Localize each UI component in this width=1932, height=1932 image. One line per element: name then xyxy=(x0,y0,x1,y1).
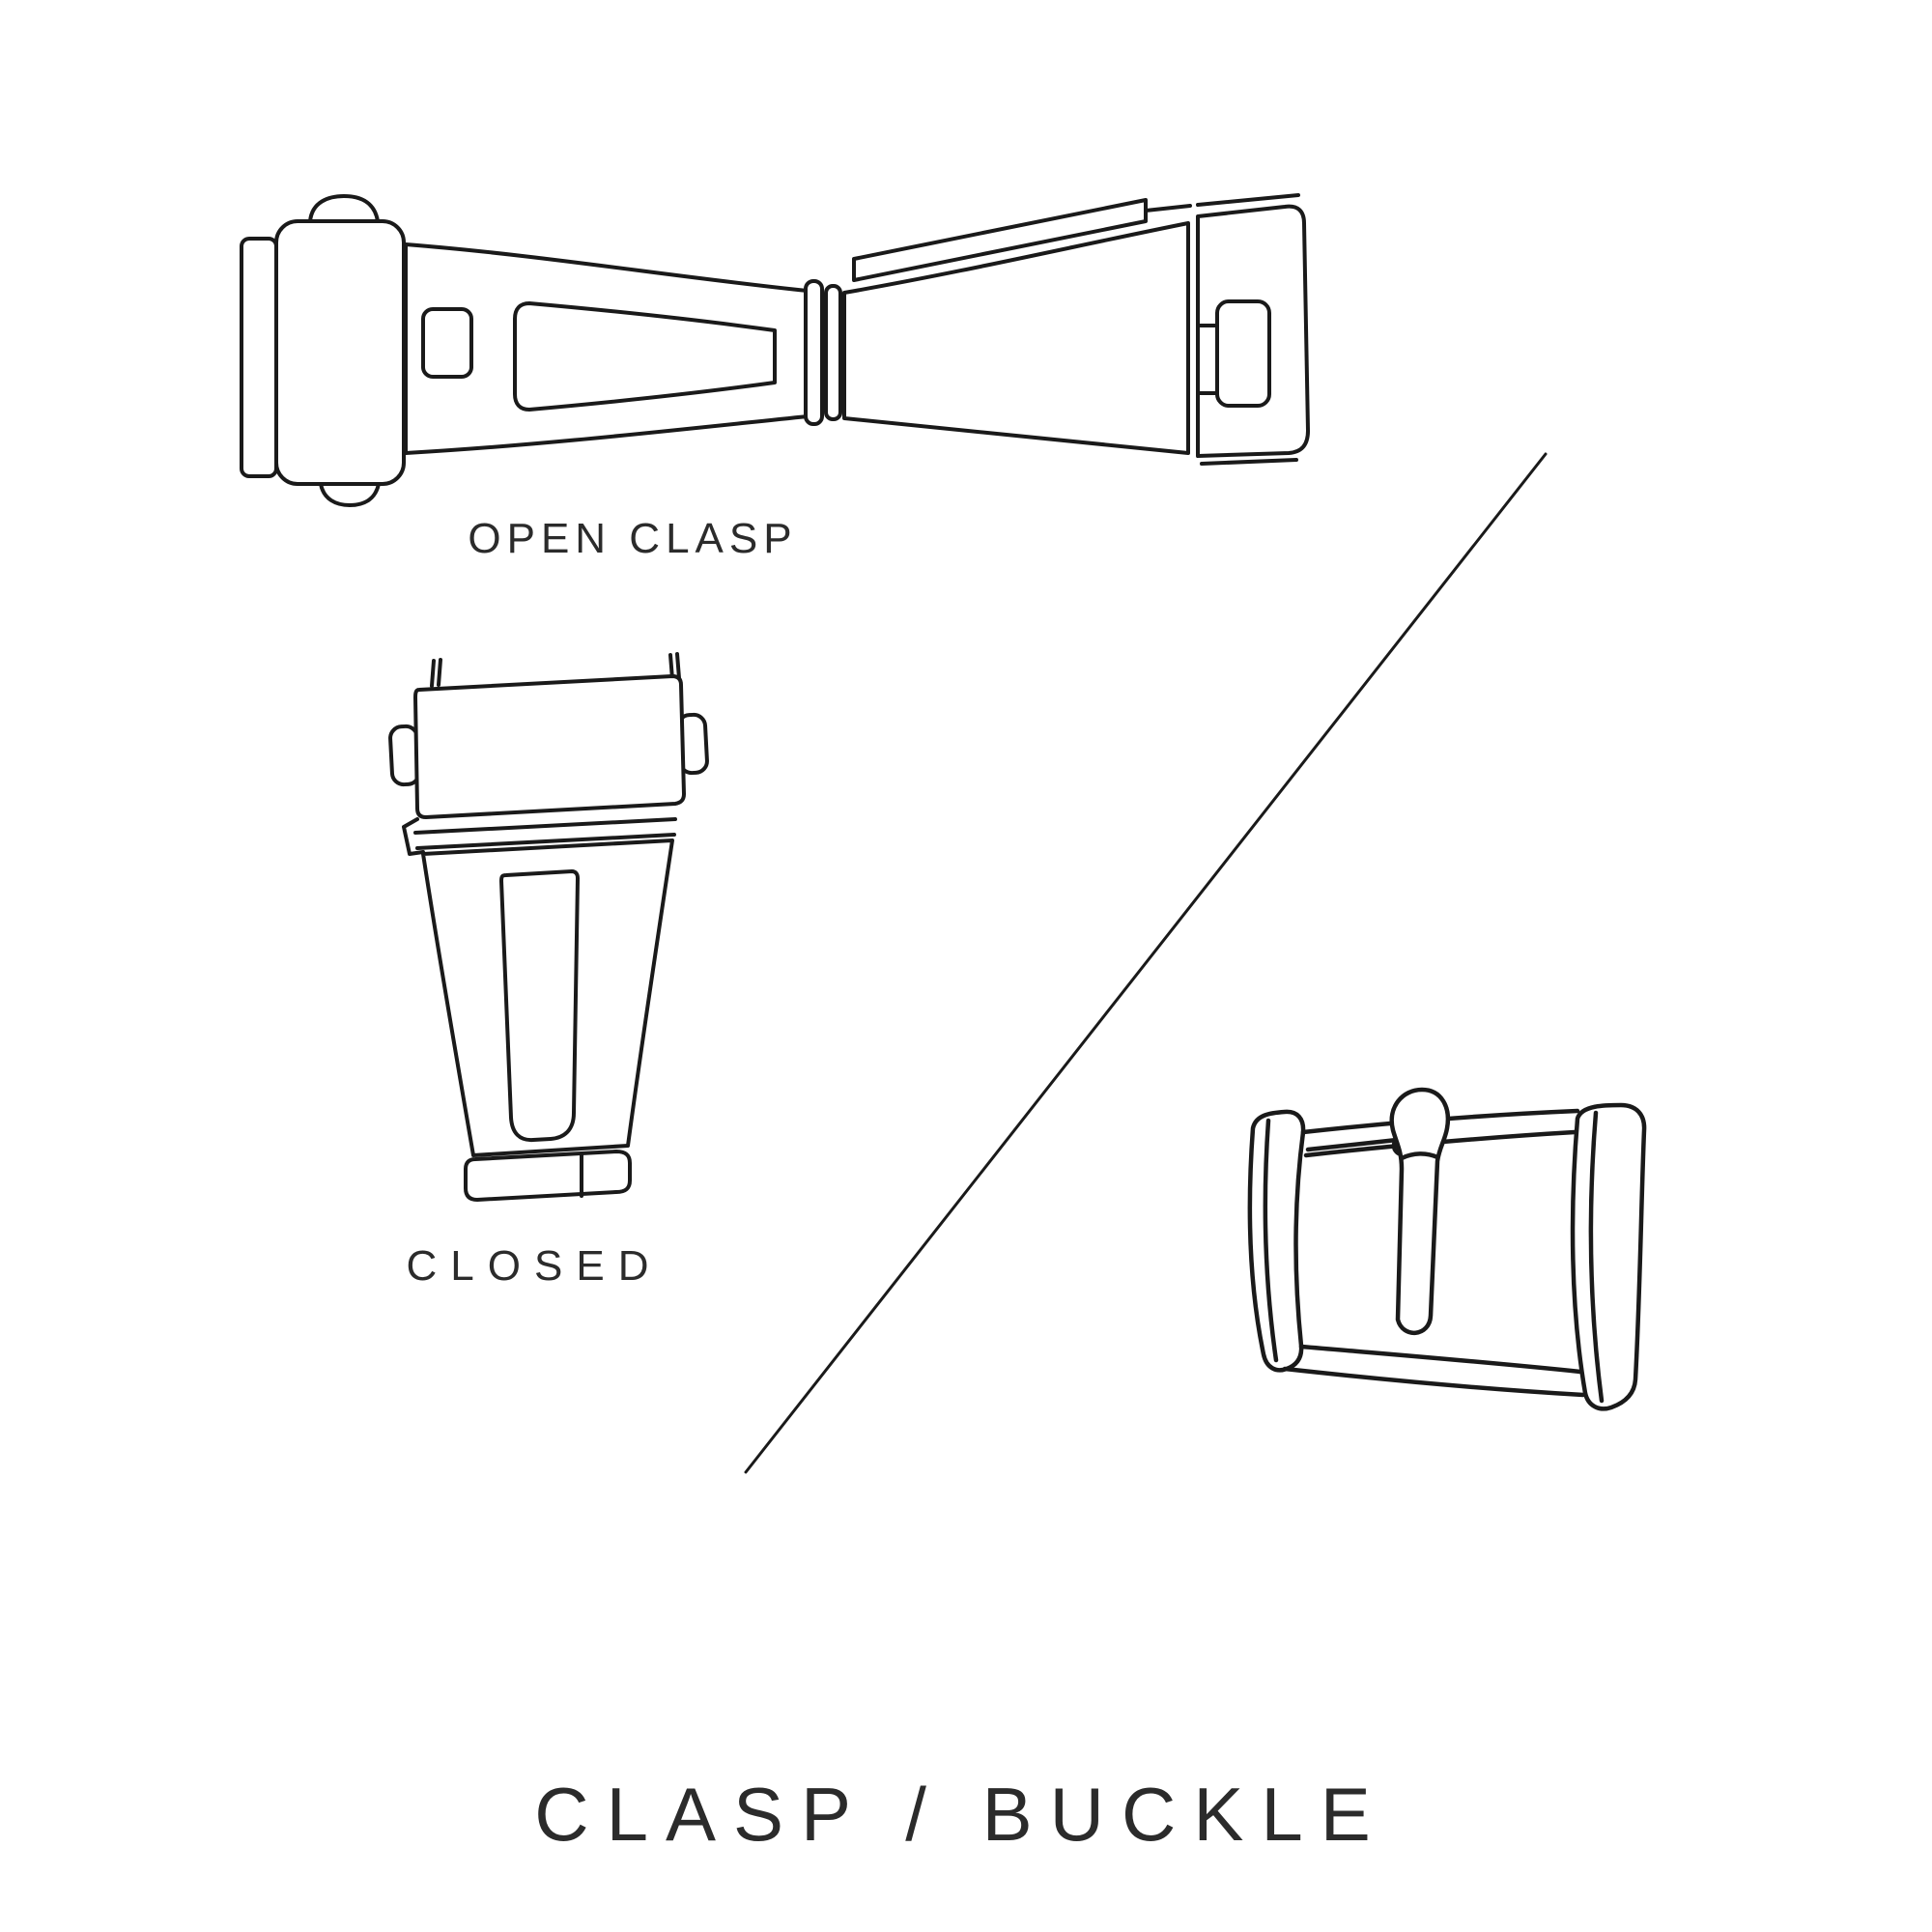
open-clasp-icon xyxy=(240,193,1310,507)
diagonal-divider xyxy=(744,452,1548,1474)
closed-label: CLOSED xyxy=(406,1242,663,1290)
closed-clasp-icon xyxy=(388,652,709,1202)
open-clasp-label: OPEN CLASP xyxy=(468,515,798,562)
tang-buckle-icon xyxy=(1247,1087,1647,1411)
diagram-title: CLASP / BUCKLE xyxy=(534,1772,1388,1857)
